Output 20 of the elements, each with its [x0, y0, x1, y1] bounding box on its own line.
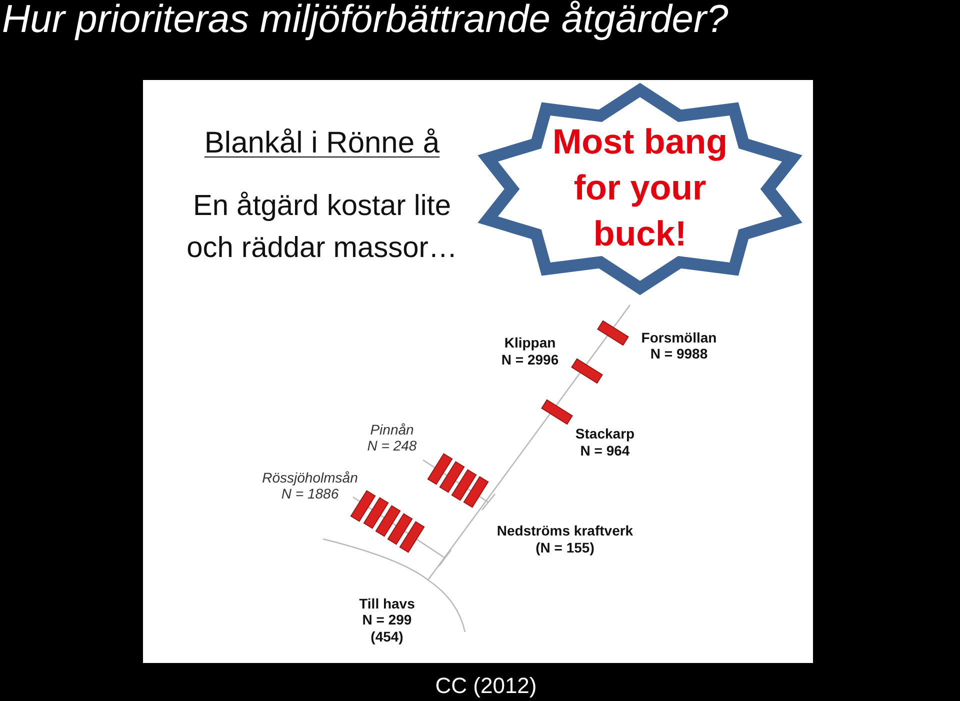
place-label: Pinnån — [370, 422, 414, 438]
count-label: (454) — [370, 629, 404, 645]
place-label: Klippan — [504, 335, 556, 351]
count-label: N = 9988 — [650, 346, 708, 362]
heading-text: Blankål i Rönne å — [204, 126, 440, 160]
place-label: Stackarp — [575, 426, 635, 442]
count-label: (N = 155) — [536, 540, 594, 556]
body-text: En åtgärd kostar lite och räddar massor… — [186, 188, 458, 266]
place-label: Nedströms kraftverk — [496, 523, 634, 539]
count-label: N = 248 — [367, 438, 417, 454]
count-label: N = 299 — [362, 612, 412, 628]
place-label: Forsmöllan — [641, 330, 717, 346]
slide-title: Hur prioriteras miljöförbättrande åtgärder? — [2, 0, 728, 41]
count-label: N = 2996 — [501, 352, 559, 368]
callout-text: Most bang for your buck! — [552, 122, 728, 256]
count-label: N = 964 — [580, 443, 630, 459]
count-label: N = 1886 — [281, 486, 339, 502]
caption-text: CC (2012) — [435, 674, 537, 698]
place-label: Rössjöholmsån — [262, 470, 358, 486]
place-label: Till havs — [359, 596, 415, 612]
